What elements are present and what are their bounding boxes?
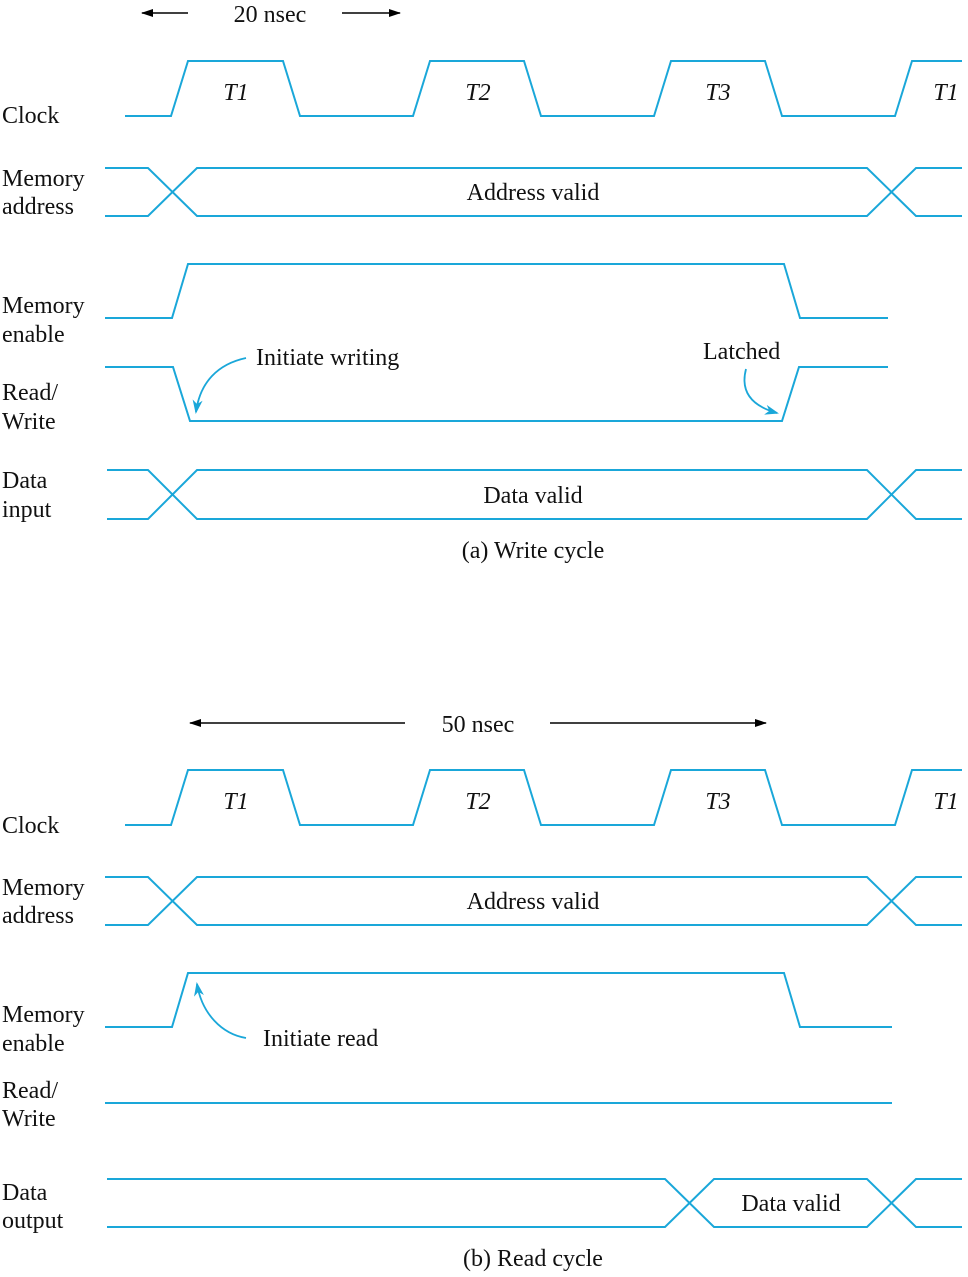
read-data-label-2: output — [2, 1208, 64, 1234]
read-rw-label-2: Write — [2, 1106, 56, 1132]
read-clock-t2: T2 — [465, 789, 490, 815]
read-data-bus-top — [107, 1178, 962, 1228]
write-caption: (a) Write cycle — [462, 538, 605, 564]
read-address-bus-bottom — [105, 876, 962, 926]
write-data-valid: Data valid — [483, 483, 582, 509]
read-address-valid: Address valid — [467, 889, 600, 915]
write-address-valid: Address valid — [467, 180, 600, 206]
read-address-label-2: address — [2, 903, 74, 929]
write-period-label: 20 nsec — [234, 2, 307, 28]
write-enable-label-2: enable — [2, 322, 65, 348]
read-clock-t1-next: T1 — [933, 789, 958, 815]
read-address-label-1: Memory — [2, 875, 85, 901]
write-data-bus-top — [107, 469, 962, 520]
write-rw-label-2: Write — [2, 409, 56, 435]
write-address-bus-top — [105, 167, 962, 217]
read-clock-label: Clock — [2, 813, 59, 839]
write-initiate-label: Initiate writing — [256, 345, 399, 371]
read-enable-label-1: Memory — [2, 1002, 85, 1028]
write-data-label-2: input — [2, 497, 52, 523]
write-address-bus-bottom — [105, 167, 962, 217]
write-rw-label-1: Read/ — [2, 380, 58, 406]
write-enable-wave — [105, 263, 888, 319]
read-clock-t3: T3 — [705, 789, 730, 815]
write-latched-label: Latched — [703, 339, 780, 365]
read-clock-t1: T1 — [223, 789, 248, 815]
write-initiate-arrow — [192, 357, 247, 414]
read-period-label: 50 nsec — [442, 712, 515, 738]
write-clock-label: Clock — [2, 103, 59, 129]
write-clock-t1-next: T1 — [933, 80, 958, 106]
write-clock-t3: T3 — [705, 80, 730, 106]
write-clock-t2: T2 — [465, 80, 490, 106]
write-rw-wave — [105, 366, 888, 422]
read-caption: (b) Read cycle — [463, 1246, 603, 1272]
write-clock-t1: T1 — [223, 80, 248, 106]
write-enable-label-1: Memory — [2, 293, 85, 319]
write-cycle: 20 nsec Clock T1 T2 T3 T1 Memory address… — [2, 2, 962, 564]
read-cycle: 50 nsec Clock T1 T2 T3 T1 Memory address… — [2, 712, 962, 1272]
write-clock-wave — [125, 60, 962, 117]
write-data-label-1: Data — [2, 468, 48, 494]
write-data-bus-bottom — [107, 469, 962, 520]
write-address-label-1: Memory — [2, 166, 85, 192]
write-latched-arrow — [743, 368, 779, 415]
read-enable-wave — [105, 972, 892, 1028]
read-data-bus-bottom — [107, 1178, 962, 1228]
read-data-valid: Data valid — [741, 1191, 840, 1217]
read-enable-label-2: enable — [2, 1031, 65, 1057]
read-address-bus-top — [105, 876, 962, 926]
read-initiate-label: Initiate read — [263, 1026, 378, 1052]
read-data-label-1: Data — [2, 1180, 48, 1206]
read-clock-wave — [125, 769, 962, 826]
read-rw-label-1: Read/ — [2, 1078, 58, 1104]
read-initiate-arrow — [194, 982, 247, 1039]
write-address-label-2: address — [2, 194, 74, 220]
